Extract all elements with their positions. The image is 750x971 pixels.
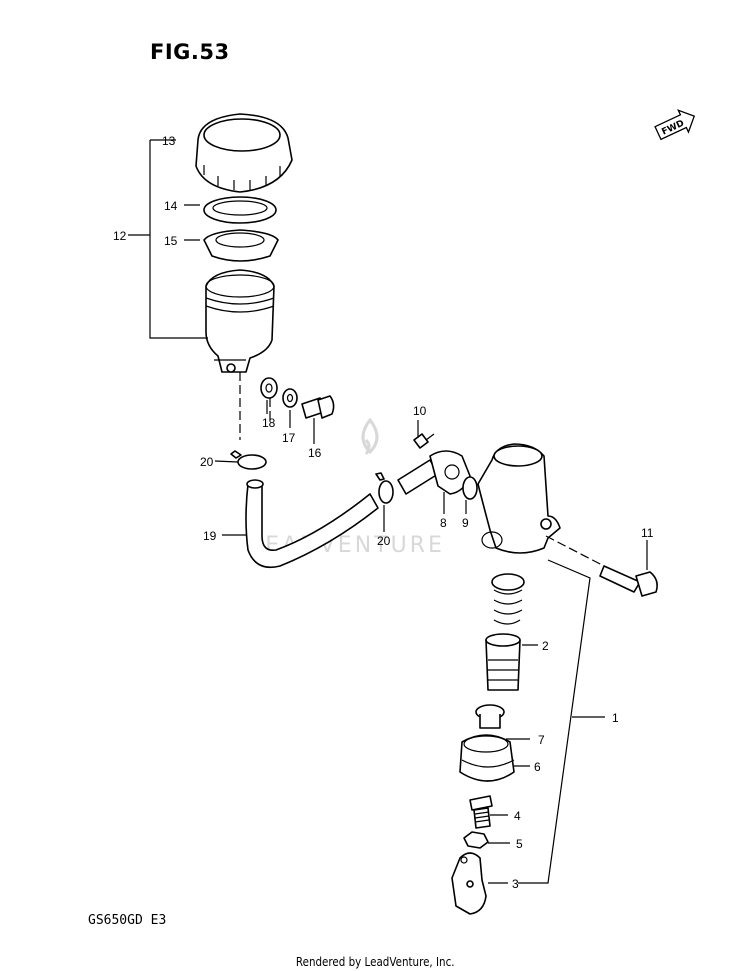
callout-4: 4	[514, 809, 521, 823]
model-code: GS650GD E3	[88, 913, 167, 928]
callout-12: 12	[113, 229, 127, 243]
callout-5: 5	[516, 837, 523, 851]
master-cylinder-body	[477, 443, 561, 554]
clamp-upper	[230, 450, 267, 470]
callout-7: 7	[538, 733, 545, 747]
callout-1: 1	[612, 711, 619, 725]
callout-8: 8	[440, 516, 447, 530]
o-ring-9	[462, 476, 478, 500]
reservoir-diaphragm	[203, 229, 279, 262]
callout-15: 15	[164, 234, 178, 248]
callout-16: 16	[308, 446, 322, 460]
pushrod-cap-7	[475, 704, 505, 729]
callout-9: 9	[462, 516, 469, 530]
union-fitting-8	[397, 450, 471, 495]
callout-3: 3	[512, 877, 519, 891]
bolt-16	[301, 395, 335, 419]
fwd-arrow-icon: FWD	[654, 109, 696, 141]
callout-14: 14	[164, 199, 178, 213]
screw-10	[413, 433, 435, 449]
callout-labels: 1 2 3 4 5 6 7 8 9 10 11 12 13 14 15 16 1…	[113, 134, 654, 891]
leader-lines	[128, 139, 648, 884]
callout-10: 10	[413, 404, 427, 418]
callout-13: 13	[162, 134, 176, 148]
reservoir-cap	[195, 113, 293, 193]
clamp-lower	[375, 472, 394, 504]
reservoir-diaphragm-plate	[203, 196, 277, 224]
callout-19: 19	[203, 529, 217, 543]
washer-18	[260, 377, 278, 399]
callout-18: 18	[262, 416, 276, 430]
piston-spring-2	[485, 573, 525, 691]
callout-11: 11	[641, 526, 654, 540]
reservoir-tank	[205, 269, 275, 373]
pushrod-4	[469, 795, 493, 829]
bolt-11	[599, 565, 658, 597]
footer-credit: Rendered by LeadVenture, Inc.	[0, 955, 750, 969]
callout-6: 6	[534, 760, 541, 774]
boot-6	[459, 734, 515, 782]
callout-17: 17	[282, 431, 296, 445]
clevis-3	[451, 852, 487, 915]
footer-text: Rendered by LeadVenture, Inc.	[295, 955, 455, 969]
callout-20-upper: 20	[200, 455, 214, 469]
hose-19	[245, 479, 379, 569]
washer-17	[282, 388, 298, 408]
callout-20-lower: 20	[377, 534, 391, 548]
figure-title: FIG.53	[150, 40, 230, 64]
callout-2: 2	[542, 639, 549, 653]
nut-5	[463, 831, 489, 849]
